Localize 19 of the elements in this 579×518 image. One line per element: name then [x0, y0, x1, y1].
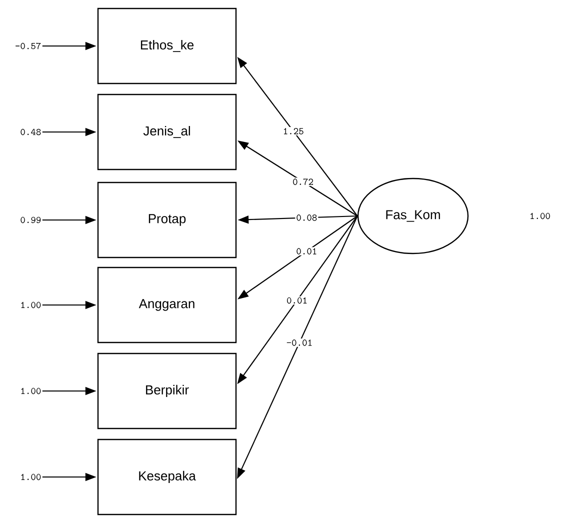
edge-label: -0.57 — [16, 42, 41, 50]
edge-label: 0.01 — [295, 247, 318, 256]
variance-value: 1.00 — [530, 212, 550, 220]
edge-label: 0.72 — [292, 178, 315, 186]
variable-box: Protap — [97, 182, 237, 258]
edge-label: 1.25 — [282, 127, 305, 136]
edge-label: 1.00 — [21, 302, 41, 308]
variable-box: Anggaran — [97, 266, 237, 344]
variable-box: Kesepaka — [97, 438, 237, 516]
edge-label: 0.01 — [286, 296, 308, 305]
edge-label: 0.99 — [20, 216, 41, 224]
variable-box: Ethos_ke — [97, 8, 237, 84]
edge-label: 1.00 — [21, 388, 41, 394]
variable-box: Berpikir — [97, 352, 237, 430]
edge-label: 0.08 — [295, 214, 318, 222]
edge-label: -0.01 — [285, 338, 314, 347]
variable-box: Jenis_al — [97, 94, 237, 170]
edge-label: 0.48 — [20, 128, 41, 136]
edge-label: 1.00 — [21, 474, 41, 480]
